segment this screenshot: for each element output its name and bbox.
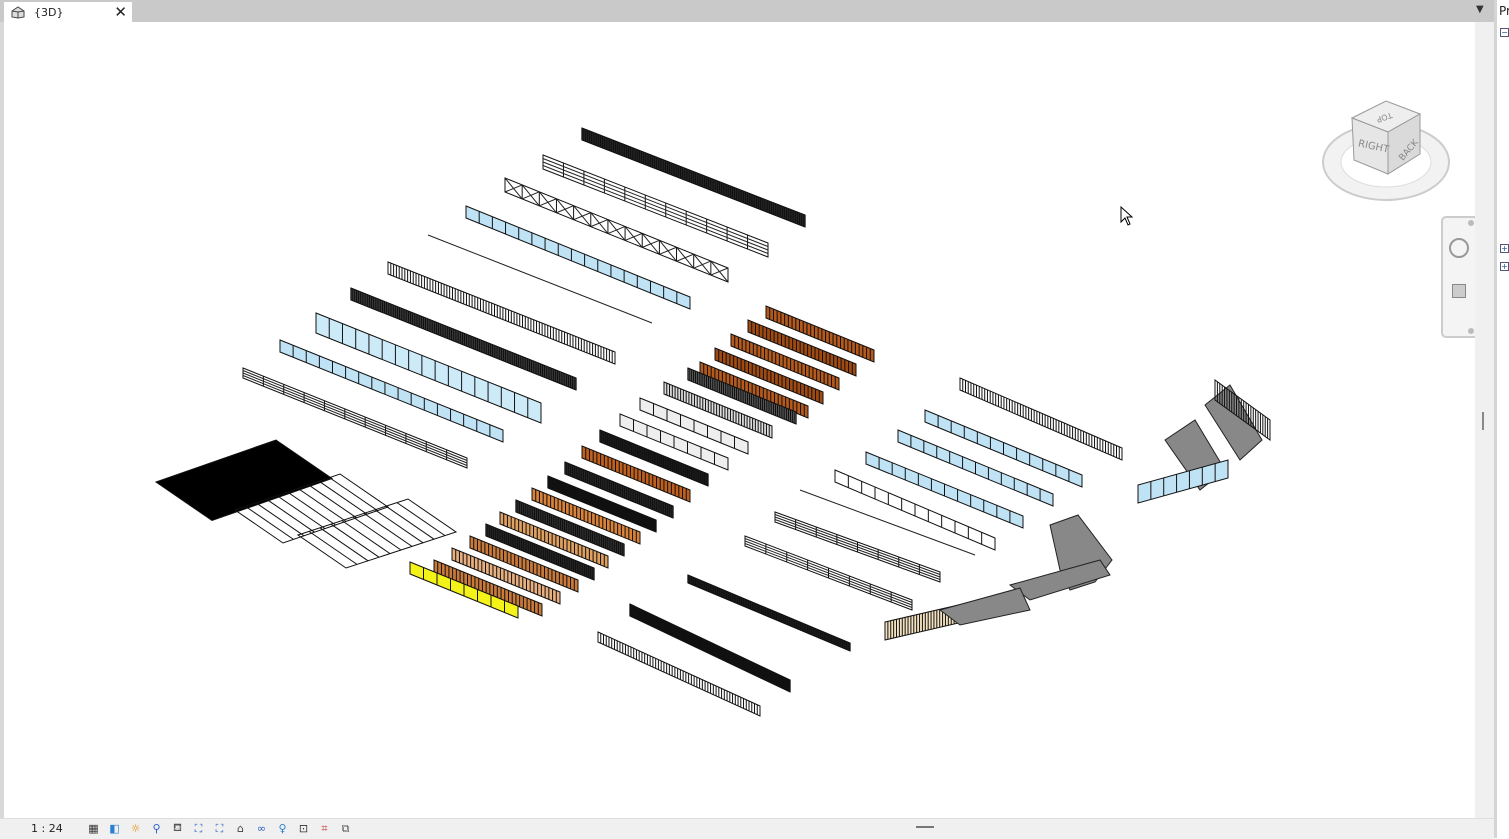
railing[interactable] [865,451,1024,529]
railing-model[interactable] [4,22,1475,818]
stair[interactable] [1204,384,1263,461]
close-tab-button[interactable]: ✕ [114,3,127,21]
railing[interactable] [730,333,840,391]
railing[interactable] [663,381,773,439]
steering-wheel-button[interactable] [1449,238,1469,258]
railing[interactable] [1137,459,1229,504]
highlight-displacement-icon[interactable]: ⧉ [341,821,350,835]
railing[interactable] [699,361,809,419]
view-cube[interactable]: TOP RIGHT BACK [1316,74,1456,209]
railing[interactable] [564,461,674,519]
railing[interactable] [581,445,691,503]
reveal-hidden-icon[interactable]: ♀ [278,822,287,835]
railing[interactable] [639,397,749,455]
scrollbar-grip[interactable] [1482,412,1484,430]
railing[interactable] [350,287,577,391]
railing[interactable] [629,603,791,693]
railing[interactable] [504,177,729,283]
tab-list-menu-button[interactable]: ▼ [1476,4,1484,15]
3d-view-canvas[interactable]: TOP RIGHT BACK [4,22,1479,818]
view-scale[interactable]: 1 : 24 [31,822,63,835]
railing[interactable] [427,234,653,324]
railing[interactable] [279,339,504,443]
tab-3d-view[interactable]: {3D} ✕ [4,2,132,22]
railing[interactable] [714,347,824,405]
railing[interactable] [687,367,797,425]
railing[interactable] [619,413,729,471]
railing[interactable] [581,127,806,228]
railing[interactable] [451,547,561,605]
floor-grating[interactable] [154,439,334,522]
railing[interactable] [485,523,595,581]
navigation-bar [1441,216,1479,338]
view-tab-bar: {3D} ✕ ▼ [0,0,1494,22]
tree-expand-button[interactable]: + [1500,262,1509,271]
railing[interactable] [959,377,1123,461]
railing[interactable] [469,535,579,593]
railing[interactable] [499,511,609,569]
railing[interactable] [387,261,616,365]
tab-title: {3D} [34,5,64,19]
railing[interactable] [924,409,1083,488]
railing[interactable] [744,535,913,611]
railing[interactable] [315,312,542,424]
railing[interactable] [465,205,691,310]
crop-view-icon[interactable]: ⛶ [194,821,203,835]
railing[interactable] [774,511,941,583]
mouse-cursor-icon [1120,206,1134,226]
shadows-off-icon[interactable]: ⚲ [152,822,161,835]
detail-level-icon[interactable]: ▦ [88,822,99,835]
railing[interactable] [531,487,641,545]
analytical-model-icon[interactable]: ⌗ [321,821,328,835]
view-control-bar: 1 : 24 ▦ ◧ ☼ ⚲ ⛾ ⛶ ⛶ ⌂ ∞ ♀ ⊡ ⌗ ⧉ [0,818,1494,839]
railing[interactable] [765,305,875,363]
tree-expand-button[interactable]: + [1500,244,1509,253]
close-navbar-icon[interactable] [1468,220,1474,226]
vertical-scrollbar[interactable] [1475,22,1494,818]
unlock-3d-view-icon[interactable]: ⌂ [237,822,244,835]
railing[interactable] [747,319,857,377]
sun-path-off-icon[interactable]: ☼ [130,822,141,835]
project-browser-header: Pr [1499,4,1509,18]
floor-grating[interactable] [296,498,458,569]
left-border [0,22,4,818]
railing[interactable] [687,574,851,652]
railing[interactable] [547,475,657,533]
temporary-hide-icon[interactable]: ∞ [256,822,267,835]
zoom-button[interactable] [1452,284,1466,298]
railing[interactable] [409,561,519,619]
tree-collapse-button[interactable]: − [1500,28,1509,37]
railing[interactable] [433,559,543,617]
railing[interactable] [599,429,709,487]
horizontal-scroll-grip[interactable] [916,826,934,828]
show-crop-region-icon[interactable]: ⛶ [215,821,224,835]
3d-view-icon [11,6,25,19]
visual-style-icon[interactable]: ◧ [109,822,120,835]
railing[interactable] [597,631,761,717]
stair[interactable] [938,587,1031,626]
render-icon[interactable]: ⛾ [173,821,182,834]
railing[interactable] [897,429,1054,507]
railing[interactable] [542,154,769,258]
close-navbar-bottom-icon[interactable] [1468,328,1474,334]
railing[interactable] [515,499,625,557]
railing[interactable] [834,469,996,551]
railing[interactable] [799,489,976,556]
temporary-view-properties-icon[interactable]: ⊡ [298,822,309,835]
railing[interactable] [242,367,468,469]
project-browser-panel: Pr − + + [1494,0,1509,838]
railing[interactable] [1214,379,1271,441]
